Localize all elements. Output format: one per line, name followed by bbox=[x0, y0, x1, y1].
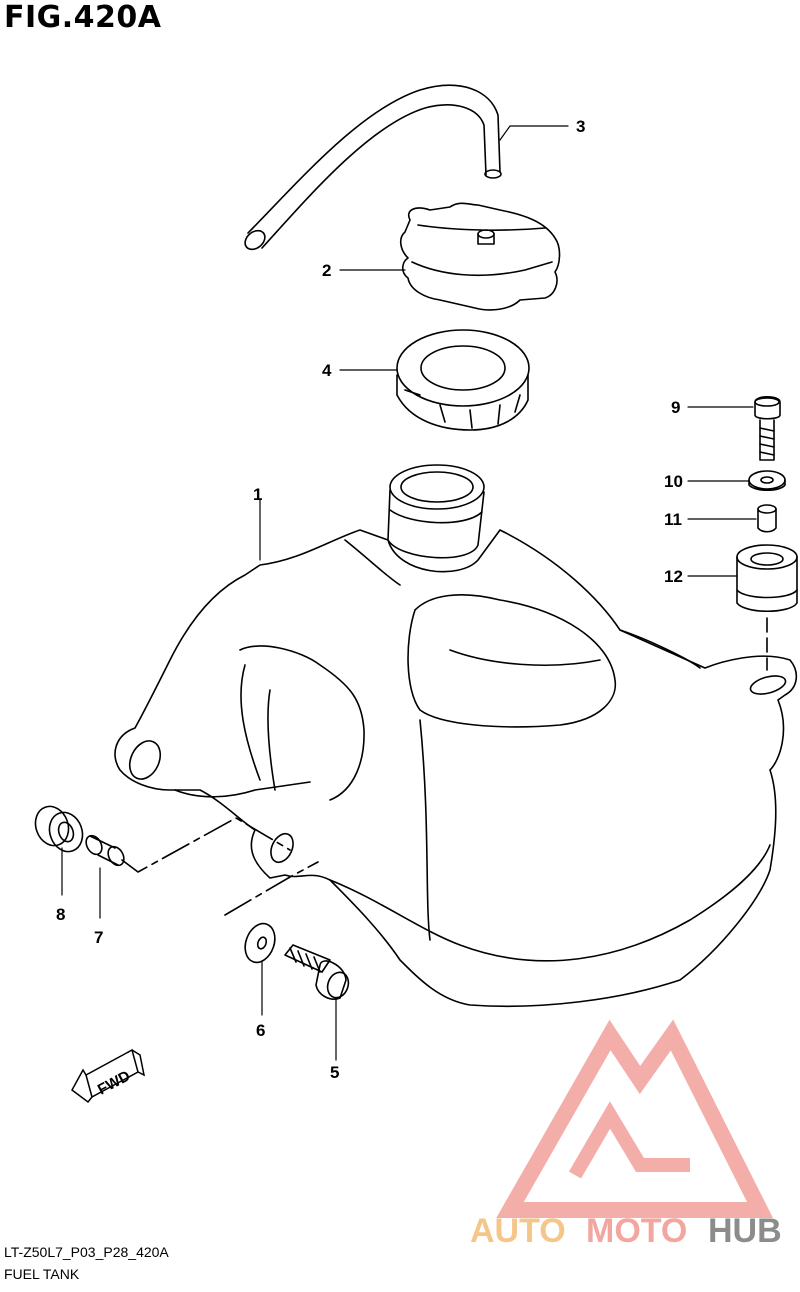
callout-12: 12 bbox=[664, 567, 683, 586]
watermark-text: AUTO MOTO HUB bbox=[470, 1212, 782, 1250]
callout-9: 9 bbox=[671, 398, 680, 417]
watermark-auto: AUTO bbox=[470, 1212, 566, 1250]
assembly-line-6 bbox=[224, 861, 319, 916]
callout-numbers: 3 2 4 1 9 10 11 12 8 7 6 5 bbox=[56, 117, 683, 1082]
collar-upper bbox=[757, 504, 777, 533]
callout-7: 7 bbox=[94, 928, 103, 947]
callout-8: 8 bbox=[56, 905, 65, 924]
callout-2: 2 bbox=[322, 261, 331, 280]
washer-upper bbox=[748, 470, 786, 492]
grommet-left bbox=[34, 805, 84, 853]
breather-hose bbox=[244, 84, 502, 251]
bolt-upper bbox=[754, 395, 781, 461]
leader-lines bbox=[61, 125, 757, 1061]
callout-4: 4 bbox=[322, 361, 332, 380]
footer-code: LT-Z50L7_P03_P28_420A bbox=[4, 1244, 169, 1260]
assembly-line-7 bbox=[121, 817, 291, 873]
cap-gasket bbox=[396, 329, 530, 431]
collar-left bbox=[85, 834, 125, 867]
watermark-hub: HUB bbox=[708, 1212, 782, 1250]
callout-3: 3 bbox=[576, 117, 585, 136]
fuel-cap bbox=[399, 202, 561, 311]
cushion-upper bbox=[736, 544, 798, 612]
fwd-arrow: FWD bbox=[71, 1048, 146, 1104]
callout-10: 10 bbox=[664, 472, 683, 491]
bolt-lower bbox=[284, 944, 350, 1000]
watermark-logo bbox=[496, 1019, 773, 1218]
callout-11: 11 bbox=[664, 510, 682, 529]
callout-1: 1 bbox=[253, 485, 262, 504]
callout-5: 5 bbox=[330, 1063, 339, 1082]
figure-title: FIG.420A bbox=[4, 0, 162, 35]
washer-lower bbox=[244, 922, 276, 964]
watermark-moto: MOTO bbox=[586, 1212, 687, 1250]
footer-title: FUEL TANK bbox=[4, 1266, 80, 1282]
callout-6: 6 bbox=[256, 1021, 265, 1040]
fuel-tank bbox=[114, 464, 798, 1008]
